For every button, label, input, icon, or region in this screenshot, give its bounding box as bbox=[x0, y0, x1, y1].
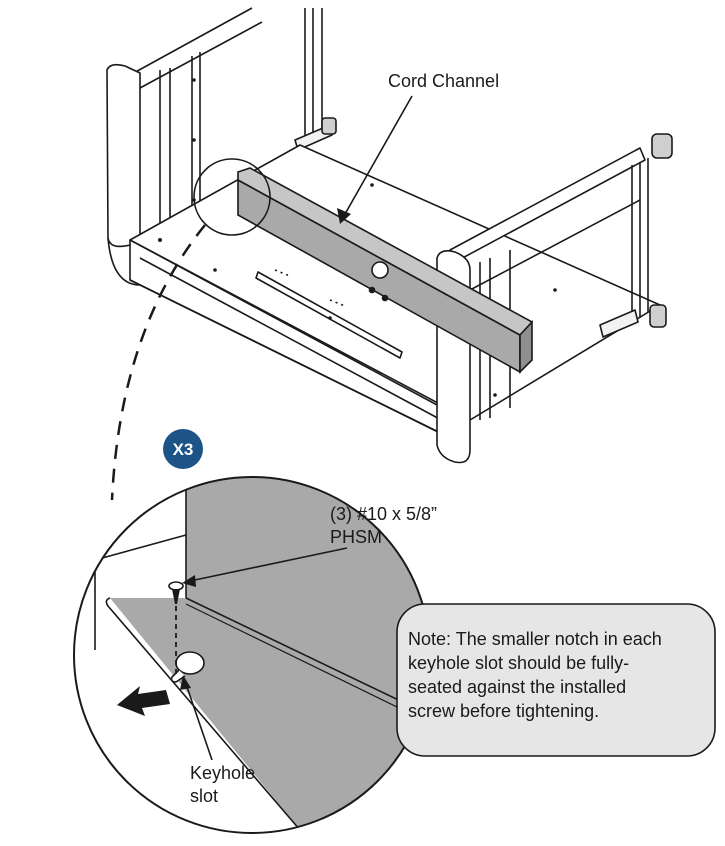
screw-spec-label: (3) #10 x 5/8” bbox=[330, 504, 437, 524]
screw-type-label: PHSM bbox=[330, 527, 382, 547]
svg-text:X3: X3 bbox=[173, 440, 194, 459]
cord-channel-label: Cord Channel bbox=[388, 71, 499, 91]
note-box: Note: The smaller notch in each keyhole … bbox=[396, 603, 716, 757]
note-line-2: keyhole slot should be fully- bbox=[408, 653, 629, 673]
cord-channel-part bbox=[237, 167, 534, 374]
screw-leader-arrow bbox=[182, 547, 348, 587]
detail-view bbox=[74, 477, 430, 833]
quantity-badge: X3 bbox=[163, 429, 203, 469]
keyhole-label-line2: slot bbox=[190, 786, 218, 806]
detail-leader-dashed bbox=[110, 224, 206, 501]
push-direction-arrow bbox=[117, 686, 170, 716]
keyhole-label-line1: Keyhole bbox=[190, 763, 255, 783]
note-line-1: Note: The smaller notch in each bbox=[408, 629, 662, 649]
note-line-3: seated against the installed bbox=[408, 677, 626, 697]
keyhole-leader-arrow bbox=[180, 675, 213, 761]
note-line-4: screw before tightening. bbox=[408, 701, 599, 721]
cord-channel-arrow bbox=[337, 95, 413, 224]
screw-icon bbox=[168, 581, 184, 678]
detail-callout-circle bbox=[193, 158, 271, 236]
